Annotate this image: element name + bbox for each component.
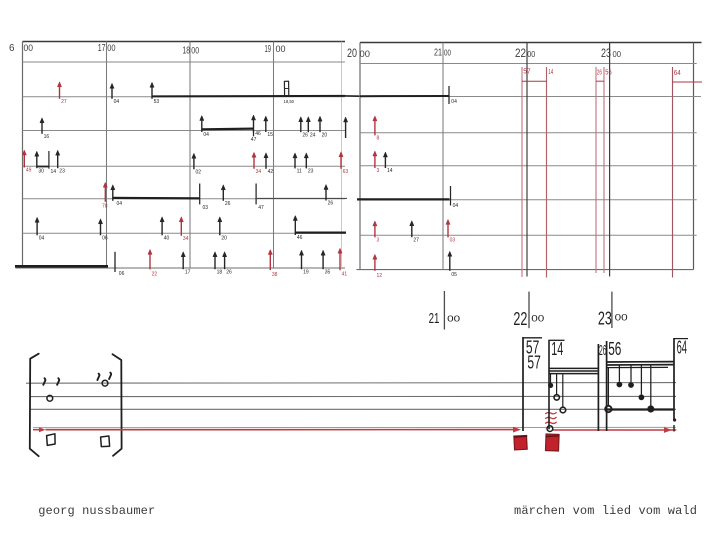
svg-text:57: 57: [526, 336, 539, 357]
svg-text:00: 00: [444, 48, 451, 58]
svg-text:00: 00: [527, 49, 535, 59]
svg-text:00: 00: [24, 43, 34, 53]
svg-text:27: 27: [413, 237, 419, 243]
svg-text:18: 18: [217, 269, 223, 275]
svg-text:56: 56: [605, 69, 611, 76]
svg-text:00: 00: [615, 313, 628, 323]
svg-text:20: 20: [322, 132, 328, 138]
svg-text:00: 00: [191, 46, 199, 56]
svg-text:3: 3: [377, 168, 380, 174]
svg-text:17: 17: [98, 43, 106, 54]
svg-text:04: 04: [114, 99, 120, 105]
svg-text:3: 3: [377, 238, 380, 244]
svg-text:24: 24: [310, 132, 316, 138]
svg-text:38: 38: [272, 272, 278, 278]
svg-text:14: 14: [551, 338, 563, 359]
svg-text:47: 47: [251, 137, 257, 143]
svg-text:12: 12: [377, 273, 383, 279]
svg-text:49: 49: [26, 168, 32, 174]
svg-text:märchen vom lied vom wald: märchen vom lied vom wald: [514, 504, 697, 518]
svg-text:57: 57: [523, 67, 530, 76]
svg-text:18,50: 18,50: [284, 99, 295, 104]
svg-text:04: 04: [117, 201, 123, 207]
svg-text:41: 41: [342, 272, 348, 278]
svg-text:78: 78: [102, 204, 108, 210]
svg-text:26: 26: [328, 201, 334, 207]
svg-text:46: 46: [255, 131, 261, 137]
svg-text:00: 00: [360, 49, 371, 60]
svg-text:34: 34: [183, 236, 189, 242]
svg-text:18: 18: [183, 46, 191, 57]
svg-text:63: 63: [343, 169, 349, 175]
svg-text:14: 14: [51, 169, 57, 175]
svg-text:22: 22: [513, 309, 527, 329]
svg-text:21: 21: [429, 310, 440, 327]
svg-text:03: 03: [450, 238, 456, 244]
svg-text:19: 19: [265, 44, 272, 55]
svg-text:30: 30: [38, 168, 44, 174]
svg-text:georg nussbaumer: georg nussbaumer: [38, 504, 155, 518]
svg-text:11: 11: [297, 169, 302, 175]
svg-text:26: 26: [597, 69, 602, 76]
svg-text:23: 23: [308, 169, 314, 175]
svg-text:35: 35: [325, 269, 331, 275]
svg-text:05: 05: [451, 272, 457, 278]
svg-text:23: 23: [598, 308, 612, 328]
svg-text:26: 26: [226, 269, 232, 275]
svg-text:53: 53: [154, 99, 160, 105]
svg-text:22: 22: [515, 48, 526, 60]
svg-text:64: 64: [674, 68, 681, 77]
svg-text:14: 14: [548, 69, 553, 76]
svg-text:26: 26: [302, 132, 308, 138]
svg-text:20: 20: [221, 236, 227, 242]
svg-text:00: 00: [447, 314, 460, 324]
svg-text:21: 21: [434, 47, 442, 59]
svg-text:23: 23: [59, 168, 65, 174]
svg-text:04: 04: [203, 132, 209, 138]
svg-text:00: 00: [531, 314, 544, 324]
svg-text:26: 26: [599, 343, 607, 359]
svg-text:14: 14: [387, 168, 393, 174]
svg-text:56: 56: [608, 338, 621, 359]
svg-text:00: 00: [276, 44, 286, 54]
svg-text:64: 64: [677, 336, 687, 357]
svg-text:6: 6: [9, 43, 15, 54]
svg-text:20: 20: [347, 46, 357, 60]
svg-text:42: 42: [268, 169, 274, 175]
svg-text:57: 57: [527, 351, 540, 372]
svg-text:16: 16: [44, 134, 50, 140]
svg-text:00: 00: [107, 43, 115, 53]
svg-text:06: 06: [119, 271, 125, 277]
svg-text:27: 27: [61, 99, 67, 105]
svg-text:17: 17: [185, 269, 191, 275]
svg-text:34: 34: [256, 169, 262, 175]
svg-text:02: 02: [196, 170, 202, 176]
svg-text:22: 22: [152, 272, 158, 278]
svg-text:26: 26: [225, 201, 231, 207]
svg-text:15: 15: [267, 132, 273, 138]
svg-text:19: 19: [303, 269, 309, 275]
svg-text:04: 04: [39, 236, 45, 242]
svg-text:8: 8: [377, 136, 380, 142]
svg-text:23: 23: [601, 48, 611, 60]
svg-text:47: 47: [258, 205, 264, 211]
svg-text:46: 46: [297, 235, 303, 241]
svg-text:03: 03: [203, 205, 209, 211]
svg-text:06: 06: [102, 236, 108, 242]
svg-text:40: 40: [164, 236, 170, 242]
svg-text:04: 04: [453, 203, 459, 209]
svg-text:04: 04: [451, 99, 457, 105]
svg-text:00: 00: [613, 49, 622, 59]
